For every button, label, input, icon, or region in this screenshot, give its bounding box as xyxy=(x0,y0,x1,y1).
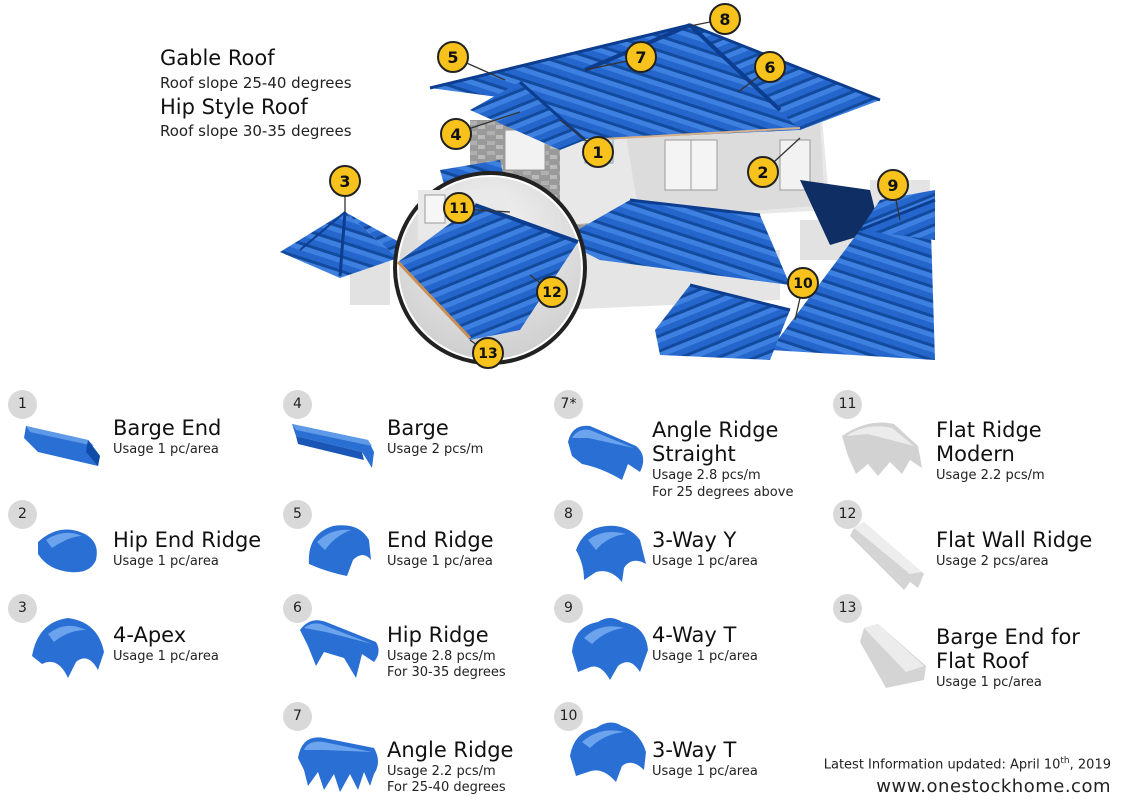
svg-text:1: 1 xyxy=(592,143,603,162)
marker-8: 8 xyxy=(709,3,741,35)
hip-end-ridge-tile-icon xyxy=(38,529,97,573)
part-note: For 25-40 degrees xyxy=(387,780,506,795)
part-usage: Usage 1 pc/area xyxy=(936,675,1042,690)
part-number-badge: 12 xyxy=(833,500,862,529)
svg-text:10: 10 xyxy=(793,276,813,292)
hip-ridge-tile-icon xyxy=(300,620,379,678)
gable-roof-slope: Roof slope 25-40 degrees xyxy=(160,74,352,92)
marker-2: 2 xyxy=(747,156,779,188)
part-usage: Usage 1 pc/area xyxy=(652,649,758,664)
part-usage: Usage 2 pcs/area xyxy=(936,554,1049,569)
small-hip-roof xyxy=(280,211,410,278)
part-name: Hip End Ridge xyxy=(113,528,262,552)
part-name: 3-Way T xyxy=(652,738,737,762)
svg-text:8: 8 xyxy=(719,10,730,29)
angle-ridge-straight-tile-icon xyxy=(568,425,644,480)
part-usage: Usage 1 pc/area xyxy=(113,554,219,569)
marker-12: 12 xyxy=(536,276,568,308)
marker-1: 1 xyxy=(582,136,614,168)
flat-wall-ridge-tile-icon xyxy=(850,522,924,590)
marker-9: 9 xyxy=(877,169,909,201)
gable-roof-title: Gable Roof xyxy=(160,46,275,70)
zoom-detail-circle xyxy=(393,171,587,365)
part-name-line2: Flat Roof xyxy=(936,649,1029,673)
svg-text:3: 3 xyxy=(339,172,350,191)
angle-ridge-tile-icon xyxy=(298,737,378,792)
website-url: www.onestockhome.com xyxy=(876,776,1111,797)
part-number-badge: 7* xyxy=(554,390,583,419)
part-usage: Usage 1 pc/area xyxy=(113,442,219,457)
part-number-badge: 3 xyxy=(8,594,37,623)
hip-roof-title: Hip Style Roof xyxy=(160,95,308,119)
part-usage: Usage 1 pc/area xyxy=(652,554,758,569)
upper-roof xyxy=(429,23,881,150)
part-number-badge: 8 xyxy=(554,500,583,529)
marker-3: 3 xyxy=(329,165,361,197)
four-way-t-tile-icon xyxy=(572,618,648,680)
four-apex-tile-icon xyxy=(32,618,104,678)
part-number-badge: 9 xyxy=(554,594,583,623)
hip-roof-slope: Roof slope 30-35 degrees xyxy=(160,122,352,140)
marker-5: 5 xyxy=(437,41,469,73)
part-note: For 25 degrees above xyxy=(652,485,794,500)
part-name: Barge End xyxy=(113,416,222,440)
part-name: End Ridge xyxy=(387,528,494,552)
part-name-line1: Flat Ridge xyxy=(936,418,1042,442)
part-number-badge: 7 xyxy=(283,702,312,731)
part-name-line2: Straight xyxy=(652,442,736,466)
part-name-line2: Modern xyxy=(936,442,1015,466)
barge-end-tile-icon xyxy=(24,426,100,466)
svg-text:12: 12 xyxy=(542,285,561,301)
house-roof-illustration: 1 2 3 4 5 6 7 8 9 10 11 12 13 xyxy=(280,3,936,369)
lower-roofs xyxy=(440,160,936,360)
part-number-badge: 6 xyxy=(283,594,312,623)
part-number-badge: 2 xyxy=(8,500,37,529)
three-way-t-tile-icon xyxy=(570,722,646,782)
part-number-badge: 4 xyxy=(283,390,312,419)
part-name-line1: Angle Ridge xyxy=(652,418,779,442)
flat-ridge-modern-tile-icon xyxy=(842,422,922,476)
part-usage: Usage 1 pc/area xyxy=(652,764,758,779)
part-number-badge: 13 xyxy=(833,594,862,623)
part-name: 4-Way T xyxy=(652,623,737,647)
marker-4: 4 xyxy=(440,118,472,150)
marker-10: 10 xyxy=(787,267,819,299)
barge-tile-icon xyxy=(292,424,374,468)
marker-11: 11 xyxy=(443,192,475,224)
svg-text:13: 13 xyxy=(478,346,497,362)
svg-text:9: 9 xyxy=(887,176,898,195)
part-name: Angle Ridge xyxy=(387,738,514,762)
part-usage: Usage 2.8 pcs/m xyxy=(387,649,496,664)
svg-text:4: 4 xyxy=(450,125,461,144)
part-number-badge: 11 xyxy=(833,390,862,419)
part-usage: Usage 1 pc/area xyxy=(387,554,493,569)
part-usage: Usage 2.2 pcs/m xyxy=(936,468,1045,483)
part-name: Flat Wall Ridge xyxy=(936,528,1093,552)
part-number-badge: 10 xyxy=(554,702,583,731)
marker-6: 6 xyxy=(754,51,786,83)
part-name: Barge xyxy=(387,416,449,440)
marker-13: 13 xyxy=(472,337,504,369)
barge-end-flat-roof-tile-icon xyxy=(860,624,926,688)
part-usage: Usage 1 pc/area xyxy=(113,649,219,664)
part-note: For 30-35 degrees xyxy=(387,665,506,680)
svg-text:6: 6 xyxy=(764,58,775,77)
marker-7: 7 xyxy=(625,41,657,73)
part-name: Hip Ridge xyxy=(387,623,489,647)
part-usage: Usage 2.8 pcs/m xyxy=(652,468,761,483)
svg-text:11: 11 xyxy=(449,201,468,217)
svg-text:7: 7 xyxy=(635,48,646,67)
part-usage: Usage 2 pcs/m xyxy=(387,442,484,457)
part-number-badge: 5 xyxy=(283,500,312,529)
part-usage: Usage 2.2 pcs/m xyxy=(387,764,496,779)
end-ridge-tile-icon xyxy=(308,525,371,576)
part-name: 4-Apex xyxy=(113,623,187,647)
update-notice: Latest Information updated: April 10th, … xyxy=(823,756,1111,773)
svg-text:5: 5 xyxy=(447,48,458,67)
part-name: 3-Way Y xyxy=(652,528,737,552)
part-name-line1: Barge End for xyxy=(936,625,1080,649)
part-number-badge: 1 xyxy=(8,390,37,419)
svg-text:2: 2 xyxy=(757,163,768,182)
three-way-y-tile-icon xyxy=(576,525,646,582)
